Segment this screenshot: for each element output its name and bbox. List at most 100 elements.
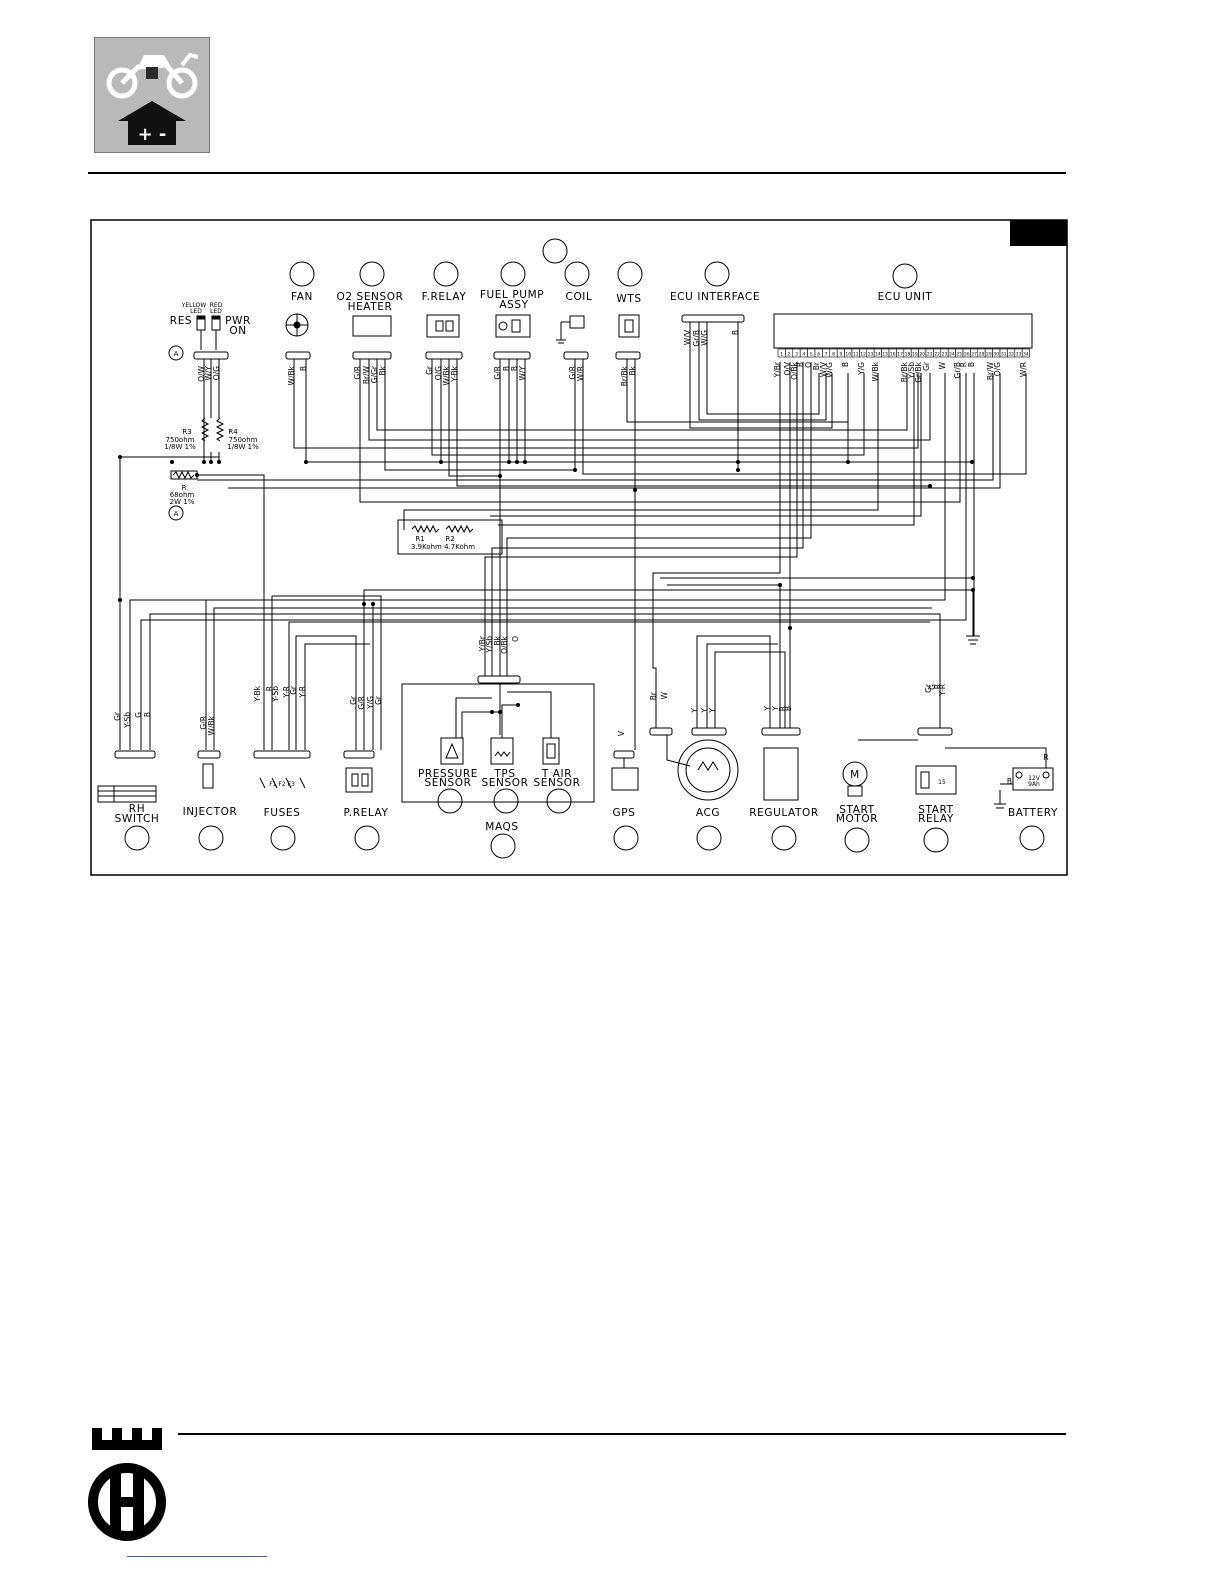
label-tps: TPS	[493, 768, 515, 780]
wire-code-coil: W/R	[576, 366, 585, 381]
ecu-pin-number: 19	[912, 352, 918, 358]
connector-injector	[197, 750, 221, 759]
junction-dot	[523, 460, 527, 464]
bottom-symbols	[97, 590, 1054, 809]
ref-circle-bottom	[1019, 825, 1045, 851]
r2-name: R2	[445, 535, 454, 543]
ref-circle-bottom	[490, 833, 516, 859]
p-relay-symbol	[345, 767, 373, 793]
junction-dot	[304, 460, 308, 464]
wire-code-ecu: Y/Sb	[907, 362, 916, 380]
marker-a-top-label: A	[174, 350, 179, 358]
wire-code-maqs: Y/Br	[478, 635, 487, 652]
wire-code-o2: Bk	[378, 365, 387, 375]
ecu-pin-number: 18	[905, 352, 911, 358]
wire-code-ecu: W	[938, 361, 947, 369]
wire-code-battery: B	[1007, 777, 1012, 786]
r1-name: R1	[415, 535, 424, 543]
connector-coil	[563, 351, 589, 360]
wire-code-p-relay: Y/G	[366, 696, 375, 710]
ref-circle-bottom	[696, 825, 722, 851]
wire	[213, 607, 932, 750]
ref-circle-top	[542, 238, 568, 264]
wire-code-ecu-interface: B	[731, 330, 740, 335]
label-wts: WTS	[616, 293, 641, 305]
wire-code-injector: G/R	[199, 716, 208, 730]
wire-code-fuses: Gr	[289, 685, 298, 695]
ecu-pin-number: 6	[817, 352, 820, 358]
label-fan: FAN	[291, 291, 313, 303]
junction-dot	[633, 488, 637, 492]
wire-code-bw: W	[660, 691, 669, 699]
wire-code-ecu: W/Bk	[871, 361, 880, 381]
tair-sensor-symbol	[542, 737, 560, 765]
wire-connectors	[114, 314, 953, 759]
wire-code-regulator: Y	[771, 706, 780, 712]
component-reference-circles-top	[289, 238, 918, 289]
junction-dot	[846, 460, 850, 464]
wire-code-rh-switch: Gr	[113, 711, 122, 721]
connector-o2	[352, 351, 392, 360]
wire	[368, 359, 931, 441]
label-red-led: RED	[210, 302, 223, 309]
fuses-symbol	[259, 777, 306, 789]
ecu-pin-number: 26	[964, 352, 970, 358]
wire-code-start-relay: Gr	[924, 683, 933, 693]
wire-code-ecu-interface: Gr/B	[692, 330, 701, 347]
label-gps: GPS	[613, 807, 636, 819]
junction-dot	[971, 576, 975, 580]
wire-code-ecu: O/G	[993, 362, 1002, 376]
ecu-pin-number: 21	[927, 352, 933, 358]
ref-circle-bottom	[124, 825, 150, 851]
wire-code-regulator: R	[778, 706, 787, 711]
top-symbols	[285, 313, 1033, 349]
status-leds: YELLOW LED RED LED RES PWR ON A	[168, 302, 250, 361]
label-pwr-on: ON	[229, 325, 246, 337]
wire	[304, 643, 370, 750]
wire	[706, 322, 820, 415]
label-regulator: REGULATOR	[749, 807, 819, 819]
label-rh: RH	[129, 803, 145, 815]
connector-ecu-interface	[681, 314, 745, 323]
wire-code-ecu: W/R	[1019, 362, 1028, 377]
ecu-pin	[1021, 348, 1030, 358]
junction-dot	[170, 460, 174, 464]
junction-dot	[573, 468, 577, 472]
ecu-pin-number: 1	[780, 352, 783, 358]
wire	[696, 635, 771, 728]
wire-code-regulator: Y	[763, 706, 772, 712]
wire-code-start-relay: Y-R	[938, 684, 947, 697]
wire-code-ecu: B	[967, 362, 976, 367]
label-start-motor: START	[839, 804, 874, 816]
tps-sensor-symbol	[490, 737, 514, 765]
marker-a-top	[168, 345, 184, 361]
ecu-pin-number: 11	[853, 352, 859, 358]
wire-code-acg: Y	[700, 708, 709, 714]
ecu-pin-number: 28	[979, 352, 985, 358]
ref-circle-bottom	[844, 827, 870, 853]
label-pressure: PRESSURE	[418, 768, 478, 780]
wire	[376, 359, 908, 431]
footer-link-underline	[127, 1556, 267, 1557]
label-fuel-pump: FUEL PUMP	[480, 289, 544, 301]
wire-code-start-relay: R	[933, 684, 942, 689]
ecu-pin-number: 29	[986, 352, 992, 358]
battery-voltage: 12V	[1028, 775, 1041, 782]
r-rating: 2W 1%	[170, 498, 195, 506]
svg-text:+ -: + -	[138, 124, 167, 145]
f-relay-symbol	[426, 314, 460, 338]
label-tair-sensor: SENSOR	[534, 777, 581, 789]
wire-code-injector: W/Bk	[207, 715, 216, 735]
ref-circle-top	[704, 261, 730, 287]
junction-dot	[118, 598, 122, 602]
acg-symbol	[677, 739, 739, 801]
ref-circle-top	[500, 261, 526, 287]
label-res: RES	[170, 315, 192, 327]
ecu-pin-number: 7	[825, 352, 828, 358]
rh-switch-symbol	[97, 785, 157, 803]
motorcycle-plus-minus-icon: + -	[94, 37, 210, 153]
r4-value: 750ohm	[229, 436, 258, 444]
label-red-led-2: LED	[210, 308, 222, 315]
wire	[501, 704, 518, 738]
